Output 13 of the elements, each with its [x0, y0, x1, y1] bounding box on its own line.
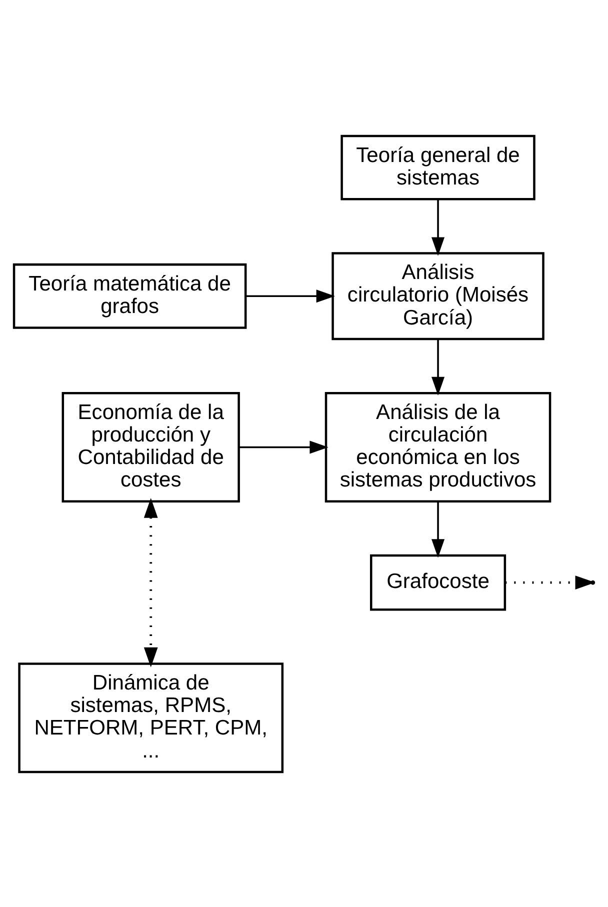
node-box: Análisis de la circulación económica en los sistemas productivos: [324, 391, 552, 502]
arrow: [238, 440, 328, 454]
node-box: Teoría general de sistemas: [340, 134, 536, 200]
arrow: [144, 497, 158, 667]
node-box: Economía de la producción y Contabilidad de costes: [62, 391, 240, 502]
node-box: Teoría matemática de grafos: [12, 262, 247, 328]
node-box: Dinámica de sistemas, RPMS, NETFORM, PERT, CPM, ...: [18, 662, 284, 773]
node-box: Análisis circulatorio (Moisés García): [332, 252, 544, 340]
arrow: [246, 289, 335, 302]
node-box: Grafocoste: [370, 554, 506, 610]
arrow: [431, 338, 445, 395]
arrow: [431, 500, 445, 558]
arrow: [431, 198, 445, 256]
